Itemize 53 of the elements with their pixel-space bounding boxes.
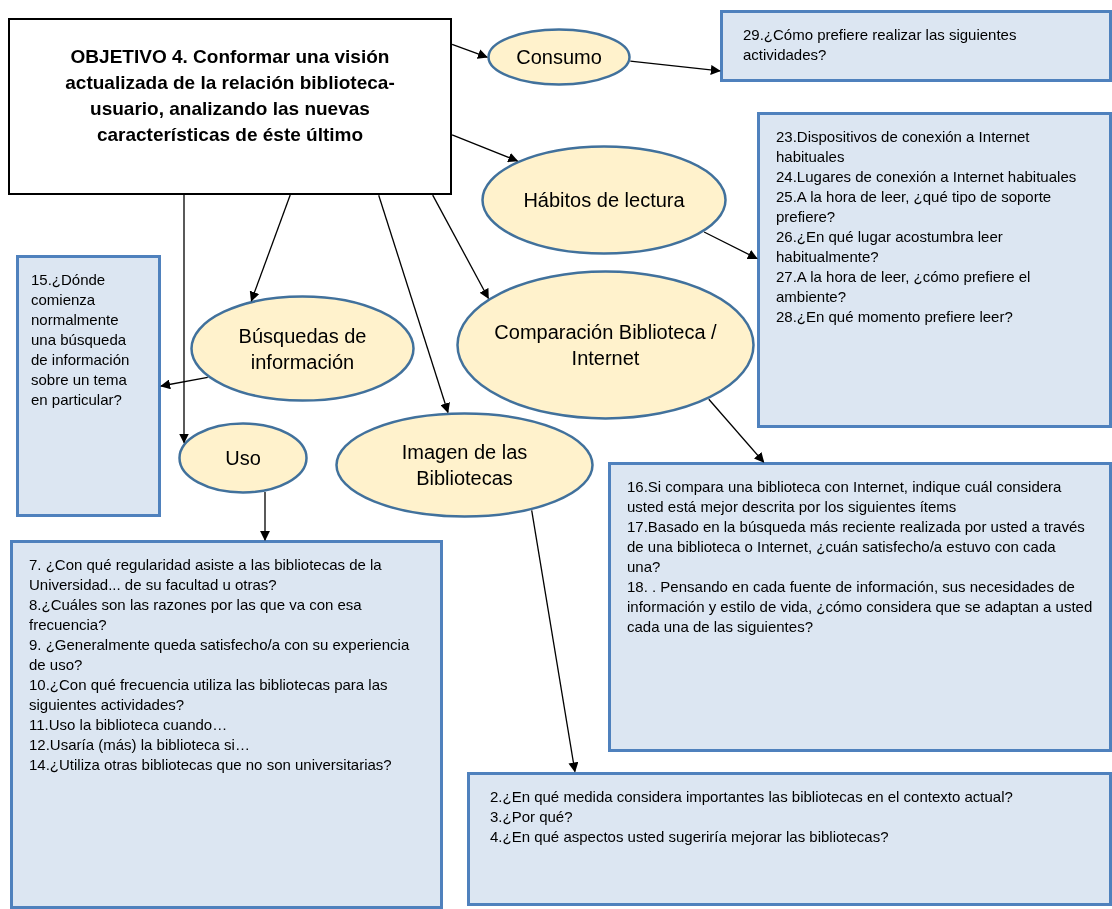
arrow <box>708 398 765 463</box>
question-text: 28.¿En qué momento prefiere leer? <box>776 307 1014 327</box>
question-box <box>16 255 161 517</box>
topic-label: Uso <box>224 446 262 471</box>
question-text: 17.Basado en la búsqueda más reciente realizada por usted a través de una biblioteca o Internet, ¿cuán satisfecho/a estuvo con cada una? <box>627 517 1086 577</box>
question-text: 11.Uso la biblioteca cuando… <box>29 715 229 735</box>
question-box <box>720 10 1112 82</box>
question-text: 15.¿Dónde comienza normalmente una búsqueda de información sobre un tema en particular? <box>31 270 131 410</box>
arrow <box>432 194 489 300</box>
question-text: 25.A la hora de leer, ¿qué tipo de soporte prefiere? <box>776 187 1053 227</box>
question-text: 9. ¿Generalmente queda satisfecho/a con su experiencia de uso? <box>29 635 411 675</box>
topic-ellipse <box>190 295 415 402</box>
question-text: 2.¿En qué medida considera importantes las bibliotecas en el contexto actual? <box>490 787 1014 807</box>
question-box <box>10 540 443 909</box>
question-text: 3.¿Por qué? <box>490 807 574 827</box>
question-text: 26.¿En qué lugar acostumbra leer habitualmente? <box>776 227 1004 267</box>
arrow <box>451 43 488 59</box>
question-text: 10.¿Con qué frecuencia utiliza las bibliotecas para las siguientes actividades? <box>29 675 389 715</box>
question-box <box>467 772 1112 906</box>
question-text: 29.¿Cómo prefiere realizar las siguientes actividades? <box>743 25 1018 65</box>
topic-label: Consumo <box>515 45 603 70</box>
arrow <box>160 376 209 390</box>
question-text: 12.Usaría (más) la biblioteca si… <box>29 735 251 755</box>
question-text: 16.Si compara una biblioteca con Internet, indique cuál considera usted está mejor descrita por los siguientes ítems <box>627 477 1063 517</box>
objective-text: OBJETIVO 4. Conformar una visión actualizada de la relación biblioteca-usuario, analizando las nuevas características de éste último <box>64 45 396 147</box>
question-text: 7. ¿Con qué regularidad asiste a las bibliotecas de la Universidad... de su facultad u otras? <box>29 555 383 595</box>
question-text: 24.Lugares de conexión a Internet habituales <box>776 167 1078 187</box>
question-box <box>757 112 1112 428</box>
topic-ellipse <box>481 145 727 255</box>
question-text: 18. . Pensando en cada fuente de información, sus necesidades de información y estilo de vida, ¿cómo considera que se adaptan a usted cada una de las siguientes? <box>627 577 1093 637</box>
topic-label: Hábitos de lectura <box>522 188 686 213</box>
topic-label: Comparación Biblioteca / Internet <box>493 320 718 371</box>
question-box <box>608 462 1112 752</box>
question-text: 14.¿Utiliza otras bibliotecas que no son universitarias? <box>29 755 393 775</box>
arrow <box>179 194 189 444</box>
question-text: 8.¿Cuáles son las razones por las que va con esa frecuencia? <box>29 595 363 635</box>
arrow <box>249 194 291 302</box>
arrow <box>629 60 721 75</box>
question-text: 4.¿En qué aspectos usted sugeriría mejorar las bibliotecas? <box>490 827 890 847</box>
topic-label: Búsquedas de información <box>237 323 368 375</box>
arrow <box>451 134 519 163</box>
arrow <box>703 231 758 260</box>
arrow <box>260 491 270 541</box>
question-text: 27.A la hora de leer, ¿cómo prefiere el ambiente? <box>776 267 1032 307</box>
topic-ellipse <box>335 412 594 518</box>
topic-ellipse <box>487 28 631 86</box>
arrow <box>378 194 450 414</box>
topic-ellipse <box>178 422 308 494</box>
arrow <box>531 509 579 773</box>
topic-ellipse <box>456 270 755 420</box>
topic-label: Imagen de las Bibliotecas <box>400 440 529 491</box>
question-text: 23.Dispositivos de conexión a Internet habituales <box>776 127 1031 167</box>
objective-box <box>8 18 452 195</box>
